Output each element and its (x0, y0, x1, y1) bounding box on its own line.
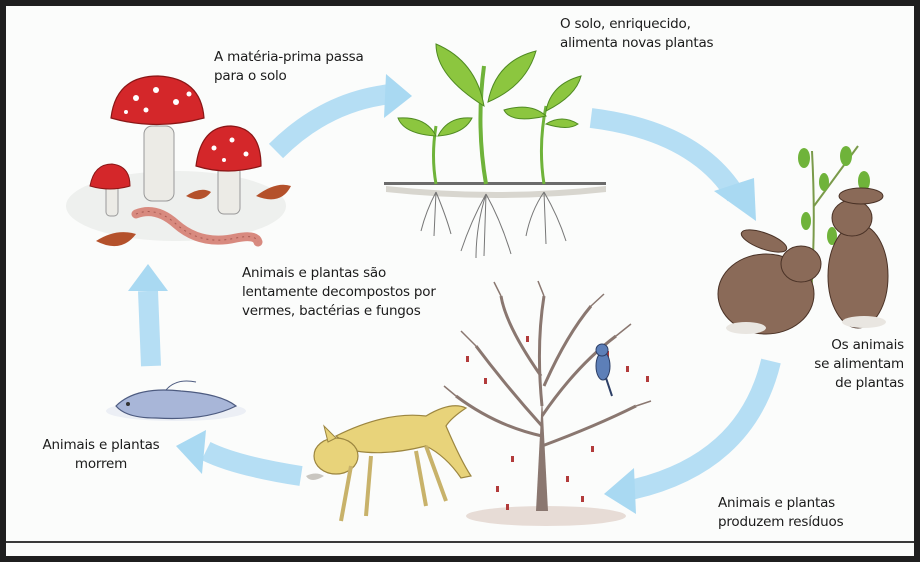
caption-new-plants: O solo, enriquecido, alimenta novas plan… (560, 15, 713, 53)
nutrient-cycle-diagram: A matéria-prima passa para o solo O solo… (6, 6, 914, 556)
cycle-arrow-animals-to-waste (604, 361, 771, 514)
caption-herbivores: Os animais se alimentam de plantas (814, 336, 904, 393)
bird-icon (596, 344, 612, 396)
cycle-arrow-death-to-decomposition (128, 264, 168, 366)
rabbit-icon (718, 146, 888, 334)
dead-animal-icon (106, 381, 246, 421)
seedling-icon (384, 44, 606, 258)
caption-decomposition: Animais e plantas são lentamente decompo… (242, 264, 436, 321)
caption-death: Animais e plantas morrem (26, 436, 176, 474)
cycle-arrow-plants-to-animals (591, 118, 756, 221)
cycle-arrow-waste-to-death (176, 430, 301, 476)
caption-soil-intake: A matéria-prima passa para o solo (214, 48, 364, 86)
fox-icon (306, 406, 471, 521)
caption-waste: Animais e plantas produzem resíduos (718, 494, 843, 532)
